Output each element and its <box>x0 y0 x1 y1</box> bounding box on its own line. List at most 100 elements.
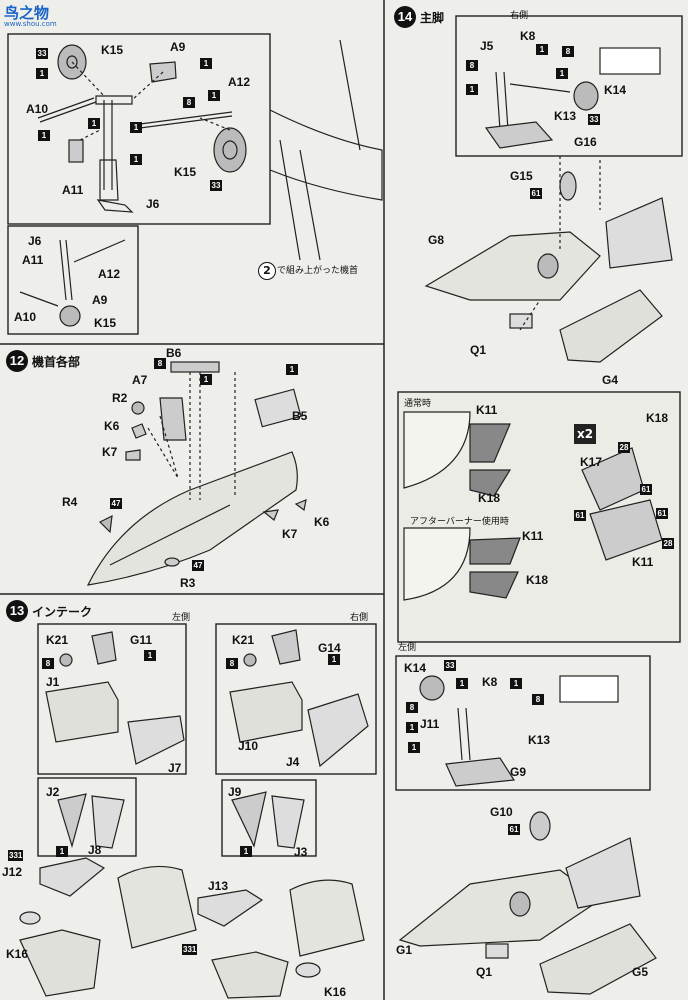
part-label-g11: G11 <box>130 633 153 647</box>
part-label-j12: J12 <box>2 865 23 879</box>
wheel-k15-right <box>213 127 247 173</box>
intake-right-frame <box>215 623 377 775</box>
paint-badge: 61 <box>508 824 520 835</box>
part-label-j9: J9 <box>228 785 242 799</box>
part-label-j4: J4 <box>286 755 300 769</box>
paint-badge: 61 <box>640 484 652 495</box>
part-label-k6: K6 <box>104 419 120 433</box>
paint-badge: 1 <box>56 846 68 857</box>
part-label-k18: K18 <box>646 411 669 425</box>
part-label-k8: K8 <box>520 29 536 43</box>
paint-badge: 1 <box>88 118 100 129</box>
nose-cone-outline <box>86 451 298 586</box>
mode-label-afterburner: アフターバーナー使用時 <box>410 517 509 527</box>
paint-badge: 1 <box>208 90 220 101</box>
part-label-a10: A10 <box>26 102 49 116</box>
paint-badge: 1 <box>130 122 142 133</box>
paint-badge: 8 <box>42 658 54 669</box>
step-number: 12 <box>6 350 28 372</box>
part-label-k8: K8 <box>482 675 498 689</box>
mode-label-normal: 通常時 <box>404 399 432 409</box>
intake-left-frame <box>37 623 187 775</box>
part-label-g15: G15 <box>510 169 533 183</box>
part-label-j6: J6 <box>28 234 42 248</box>
paint-badge: 8 <box>466 60 478 71</box>
paint-badge: 1 <box>36 68 48 79</box>
paint-badge: 1 <box>144 650 156 661</box>
part-label-j11: J11 <box>420 717 440 731</box>
part-label-j1: J1 <box>46 675 60 689</box>
paint-badge: 1 <box>200 58 212 69</box>
step-number: 14 <box>394 6 416 28</box>
part-label-q1: Q1 <box>476 965 493 979</box>
watermark-logo: 鸟之物 <box>4 4 50 22</box>
intake-right-sub-frame <box>221 779 317 857</box>
watermark-site: www.shou.com <box>4 20 57 28</box>
part-label-j10: J10 <box>238 739 259 753</box>
part-label-k7: K7 <box>282 527 298 541</box>
nose-gear-detail-frame <box>7 225 139 335</box>
paint-badge: 61 <box>574 510 586 521</box>
part-label-b5: B5 <box>292 409 308 423</box>
part-label-a9: A9 <box>92 293 108 307</box>
paint-badge: 61 <box>530 188 542 199</box>
paint-badge: 1 <box>556 68 568 79</box>
part-label-r3: R3 <box>180 576 196 590</box>
part-label-g9: G9 <box>510 765 527 779</box>
paint-badge: 331 <box>8 850 24 861</box>
part-label-a12: A12 <box>228 75 251 89</box>
step-reference-text: で組み上がった機首 <box>277 266 359 276</box>
paint-badge: 1 <box>456 678 468 689</box>
step-reference-number: 2 <box>258 262 276 280</box>
step-title: インテーク <box>32 605 93 619</box>
paint-badge: 1 <box>130 154 142 165</box>
part-label-k11: K11 <box>632 555 654 569</box>
part-label-a11: A11 <box>22 253 44 267</box>
paint-badge: 1 <box>328 654 340 665</box>
paint-badge: 8 <box>532 694 544 705</box>
part-label-k16: K16 <box>6 947 29 961</box>
paint-badge: 1 <box>240 846 252 857</box>
main-gear-left-frame <box>395 655 651 791</box>
part-label-k13: K13 <box>554 109 577 123</box>
paint-badge: 33 <box>588 114 600 125</box>
part-label-g10: G10 <box>490 805 513 819</box>
paint-badge: 28 <box>662 538 674 549</box>
step-title: 主脚 <box>420 11 445 25</box>
part-label-a11: A11 <box>62 183 84 197</box>
part-label-j13: J13 <box>208 879 229 893</box>
part-label-k6: K6 <box>314 515 330 529</box>
paint-badge: 1 <box>286 364 298 375</box>
part-label-g5: G5 <box>632 965 649 979</box>
part-label-g14: G14 <box>318 641 341 655</box>
part-label-b6: B6 <box>166 346 182 360</box>
part-label-j8: J8 <box>88 843 102 857</box>
part-label-r4: R4 <box>62 495 78 509</box>
side-label-left: 左側 <box>398 643 417 653</box>
part-label-k14: K14 <box>604 83 627 97</box>
side-label-left: 左側 <box>172 613 191 623</box>
part-label-q1: Q1 <box>470 343 487 357</box>
paint-badge: 8 <box>226 658 238 669</box>
part-label-k14: K14 <box>404 661 427 675</box>
paint-badge: 1 <box>510 678 522 689</box>
part-label-k16: K16 <box>324 985 347 999</box>
paint-badge: 1 <box>466 84 478 95</box>
paint-badge: 8 <box>183 97 195 108</box>
part-label-a7: A7 <box>132 373 148 387</box>
part-label-j6: J6 <box>146 197 160 211</box>
paint-badge: 1 <box>406 722 418 733</box>
part-label-k11: K11 <box>476 403 498 417</box>
paint-badge: 1 <box>38 130 50 141</box>
part-label-a10: A10 <box>14 310 37 324</box>
nose-gear-frame <box>7 33 271 225</box>
paint-badge: 33 <box>444 660 456 671</box>
part-label-j3: J3 <box>294 845 308 859</box>
part-label-j2: J2 <box>46 785 60 799</box>
part-label-g8: G8 <box>428 233 445 247</box>
part-label-k15: K15 <box>94 316 117 330</box>
part-label-k18: K18 <box>526 573 549 587</box>
part-label-a9: A9 <box>170 40 186 54</box>
main-gear-right-frame <box>455 15 683 157</box>
